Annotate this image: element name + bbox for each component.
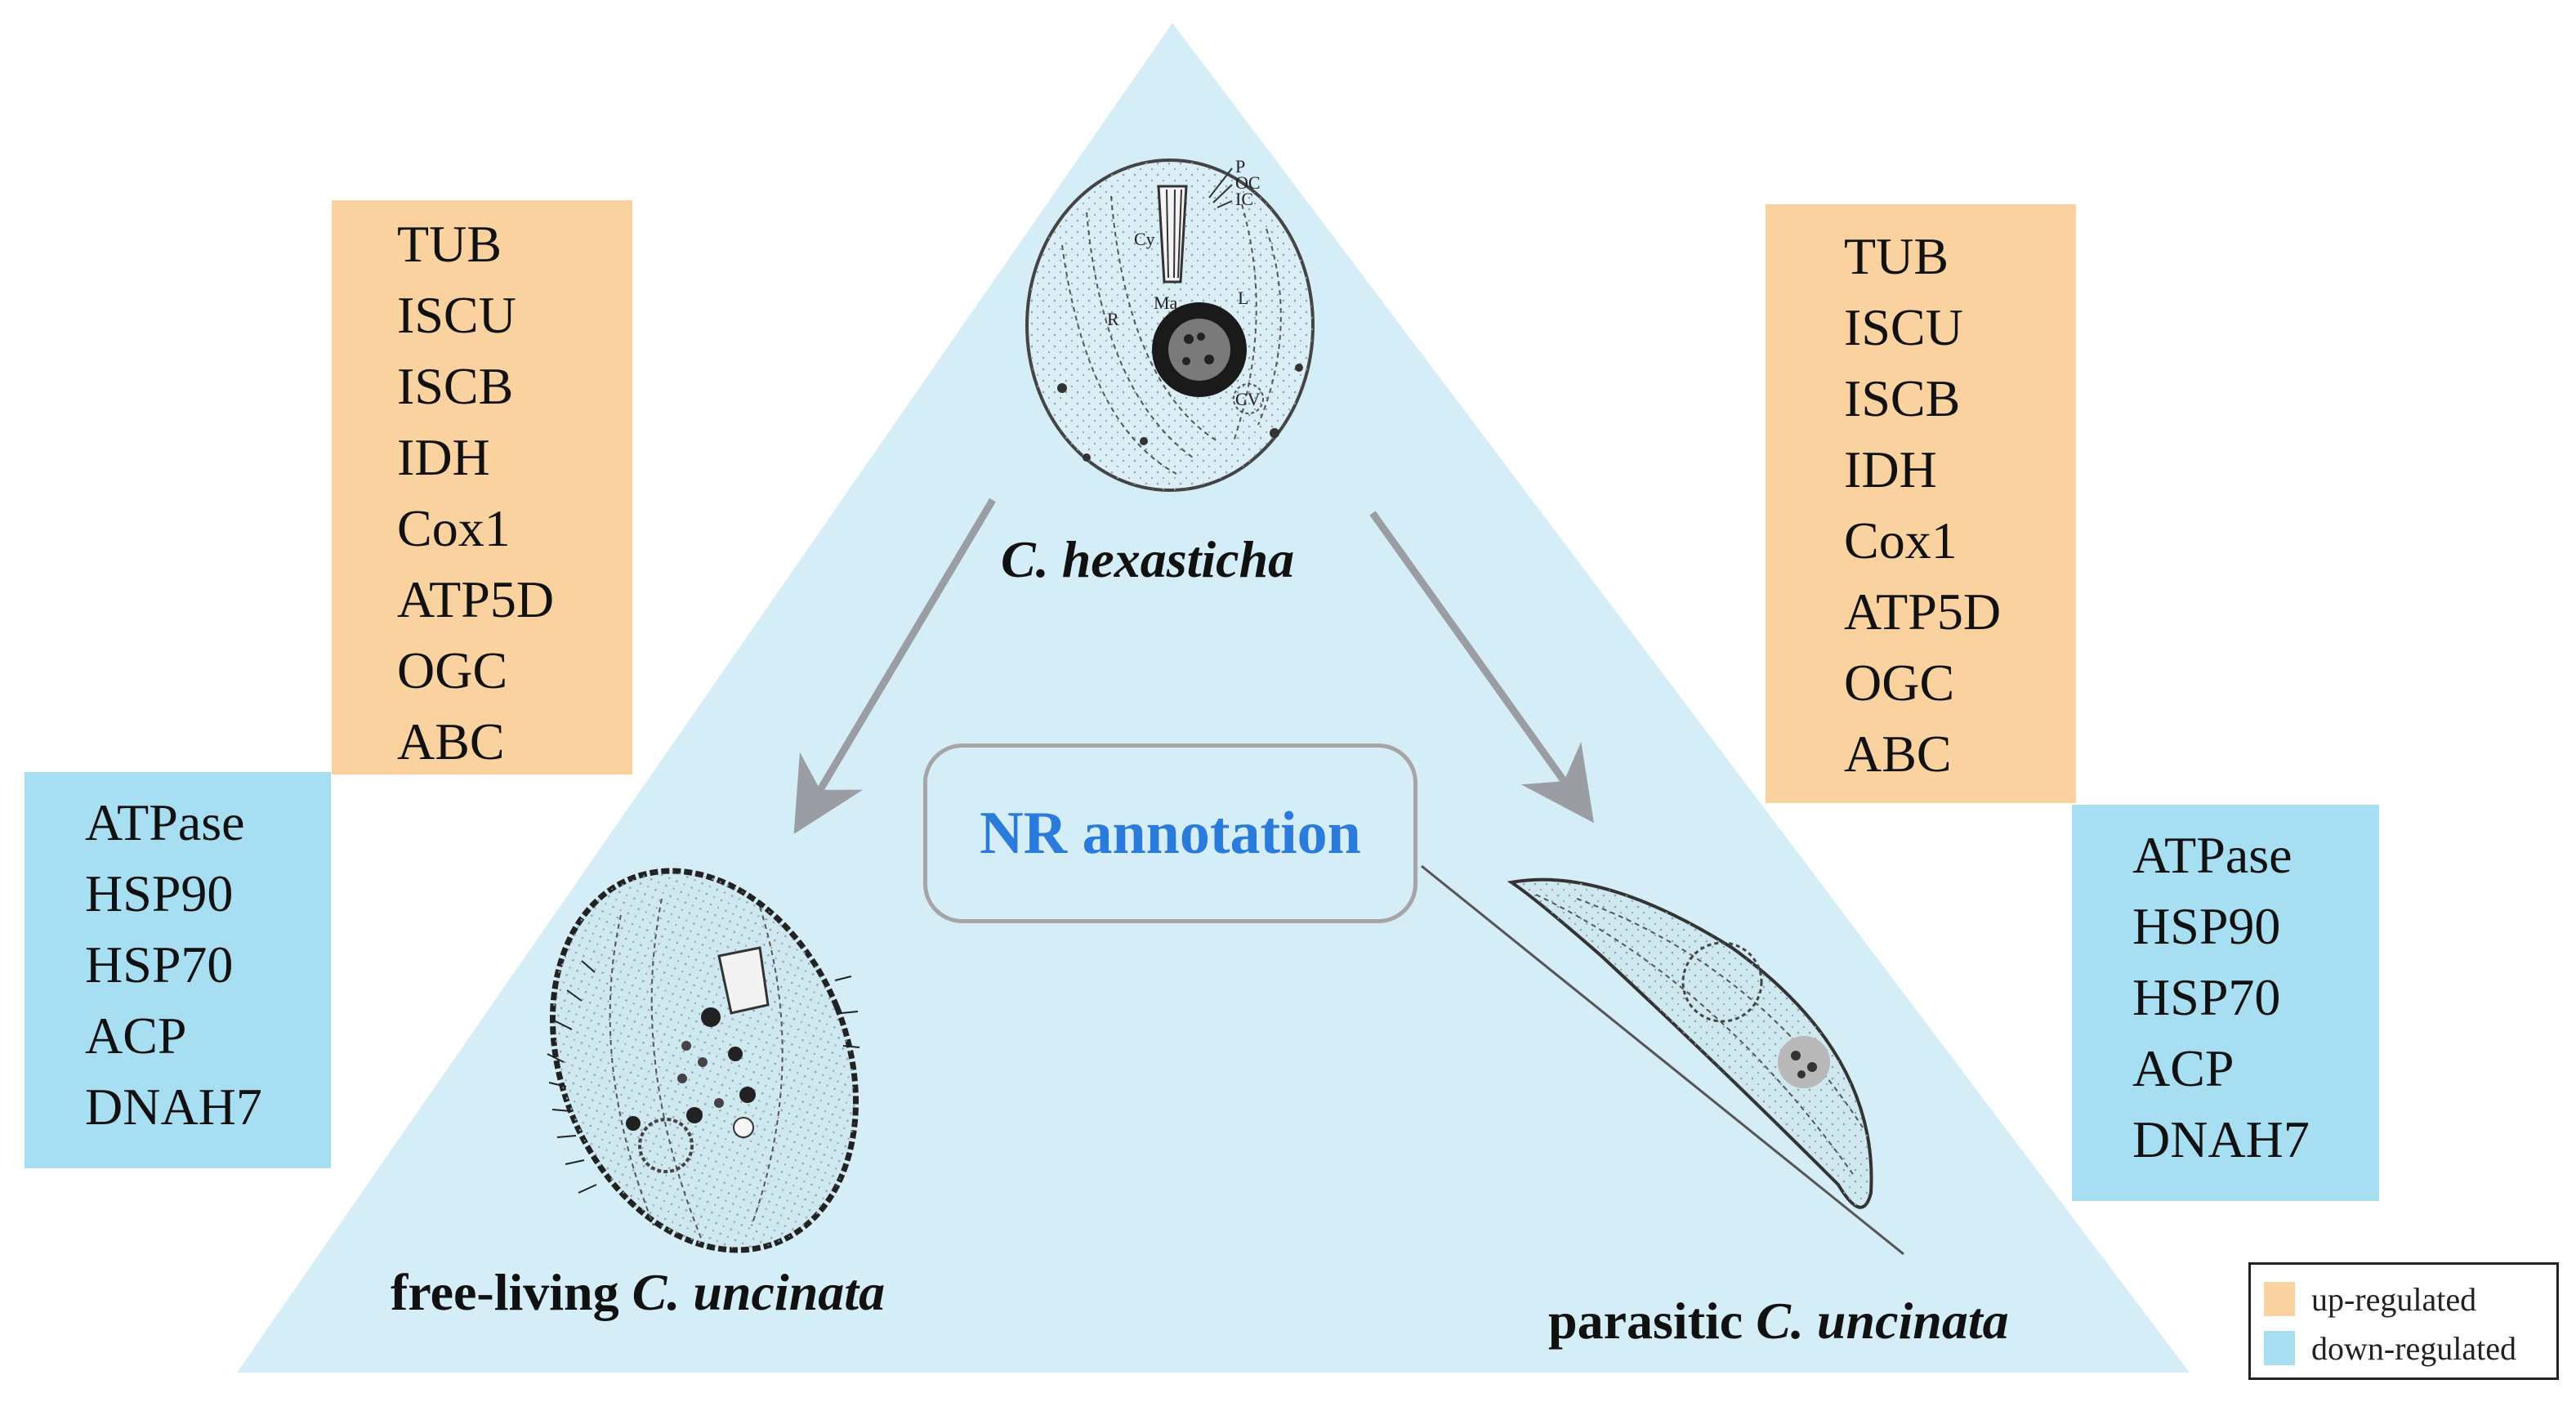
gene-label: ACP <box>2132 1039 2234 1097</box>
gene-label: Cox1 <box>397 499 511 557</box>
hexasticha-cell-illustration <box>1025 159 1315 492</box>
gene-label: HSP90 <box>85 864 234 922</box>
downregulated-genes-box-free-living: ATPase HSP90 HSP70 ACP DNAH7 <box>25 772 331 1168</box>
arrow-to-free-living <box>793 498 996 834</box>
species-name-hexasticha: C. hexasticha <box>1001 530 1295 588</box>
gene-label: ATP5D <box>1844 583 2002 641</box>
cell-label-cy: Cy <box>1134 229 1155 249</box>
species-label-hexasticha: C. hexasticha <box>1001 529 1294 590</box>
gene-label: TUB <box>1844 227 1949 285</box>
gene-label: ISCB <box>397 357 514 415</box>
cell-label-ma: Ma <box>1154 292 1178 313</box>
species-prefix-free-living: free-living <box>391 1263 632 1321</box>
species-prefix-parasitic: parasitic <box>1548 1292 1757 1350</box>
gene-label: ABC <box>397 712 505 770</box>
gene-label: HSP70 <box>2132 968 2281 1026</box>
gene-label: ATP5D <box>397 570 555 628</box>
downregulated-genes-box-parasitic: ATPase HSP90 HSP70 ACP DNAH7 <box>2072 805 2379 1201</box>
species-label-parasitic: parasitic C. uncinata <box>1548 1291 2009 1351</box>
legend-swatch-down <box>2264 1331 2295 1365</box>
cell-label-l: L <box>1238 288 1248 308</box>
gene-label: Cox1 <box>1844 511 1958 569</box>
legend-label-up: up-regulated <box>2311 1280 2477 1318</box>
species-name-free-living: C. uncinata <box>632 1263 886 1321</box>
gene-label: IDH <box>1844 440 1937 498</box>
free-living-cell-illustration <box>547 868 860 1253</box>
species-label-free-living: free-living C. uncinata <box>391 1262 885 1323</box>
gene-label: ISCU <box>1844 298 1963 356</box>
gene-label: DNAH7 <box>85 1078 262 1136</box>
gene-label: ATPase <box>2132 826 2293 884</box>
parasitic-cell-illustration <box>1421 864 1904 1256</box>
cell-label-oc: OC <box>1235 172 1261 193</box>
nr-annotation-label: NR annotation <box>980 799 1361 867</box>
hexasticha-cell-labels: P OC IC Cy Ma R L CV <box>1107 156 1261 409</box>
gene-label: HSP70 <box>85 935 234 993</box>
upregulated-genes-box-free-living: TUB ISCU ISCB IDH Cox1 ATP5D OGC ABC <box>332 200 632 775</box>
gene-label: DNAH7 <box>2132 1110 2310 1168</box>
legend: up-regulated down-regulated <box>2248 1262 2559 1380</box>
gene-label: ACP <box>85 1007 187 1065</box>
cell-label-p: P <box>1235 156 1245 176</box>
arrow-to-parasitic <box>1369 511 1594 824</box>
gene-label: OGC <box>1844 654 1955 712</box>
gene-label: ABC <box>1844 725 1952 783</box>
gene-label: ISCB <box>1844 369 1961 427</box>
legend-item-down: down-regulated <box>2264 1324 2556 1373</box>
nr-annotation-box: NR annotation <box>923 743 1417 923</box>
cell-label-ic: IC <box>1235 189 1253 209</box>
gene-label: HSP90 <box>2132 897 2281 955</box>
legend-swatch-up <box>2264 1282 2295 1316</box>
gene-label: IDH <box>397 428 490 486</box>
gene-label: ISCU <box>397 286 516 344</box>
gene-label: OGC <box>397 641 508 699</box>
legend-item-up: up-regulated <box>2264 1275 2556 1324</box>
cell-label-cv: CV <box>1235 389 1261 409</box>
species-name-parasitic: C. uncinata <box>1756 1292 2009 1350</box>
legend-label-down: down-regulated <box>2311 1329 2517 1367</box>
upregulated-genes-box-parasitic: TUB ISCU ISCB IDH Cox1 ATP5D OGC ABC <box>1766 204 2076 803</box>
gene-label: ATPase <box>85 793 245 851</box>
cell-label-r: R <box>1107 309 1119 329</box>
gene-label: TUB <box>397 215 502 273</box>
